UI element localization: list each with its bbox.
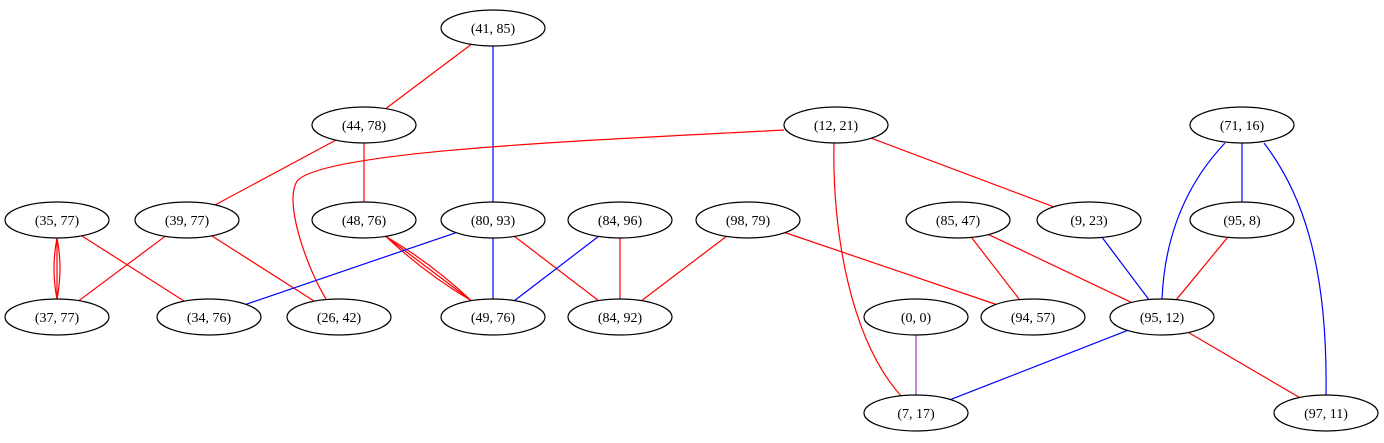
node-label: (84, 92): [598, 311, 643, 326]
node-12-21: (12, 21): [783, 106, 889, 144]
edge-35_77-to-37_77-1: [56, 237, 61, 300]
node-0-0: (0, 0): [863, 298, 969, 336]
node-label: (7, 17): [897, 407, 935, 422]
node-label: (12, 21): [814, 119, 859, 134]
edge-95_12-to-97_11: [1188, 331, 1300, 399]
node-ellipse: [286, 298, 392, 336]
edge-35_77-to-37_77-3: [53, 237, 58, 300]
node-71-16: (71, 16): [1189, 106, 1295, 144]
node-9-23: (9, 23): [1036, 201, 1142, 239]
node-ellipse: [311, 106, 417, 144]
node-label: (34, 76): [187, 311, 232, 326]
edge-98_79-to-84_92: [641, 235, 727, 302]
node-ellipse: [4, 298, 110, 336]
node-ellipse: [980, 298, 1086, 336]
node-95-12: (95, 12): [1109, 298, 1215, 336]
node-label: (98, 79): [726, 214, 771, 229]
node-ellipse: [156, 298, 262, 336]
node-label: (97, 11): [1304, 407, 1348, 422]
edge-44_78-to-39_77: [214, 139, 337, 206]
node-95-8: (95, 8): [1189, 201, 1295, 239]
node-label: (95, 8): [1223, 214, 1261, 229]
node-94-57: (94, 57): [980, 298, 1086, 336]
edges-layer: [53, 43, 1327, 401]
node-ellipse: [440, 201, 546, 239]
edge-39_77-to-37_77: [78, 235, 166, 302]
edge-71_16-to-95_12: [1161, 142, 1226, 300]
node-label: (84, 96): [598, 214, 643, 229]
node-ellipse: [134, 201, 240, 239]
node-ellipse: [567, 201, 673, 239]
node-label: (44, 78): [342, 119, 387, 134]
node-label: (94, 57): [1011, 311, 1056, 326]
edge-84_96-to-49_76: [514, 235, 599, 302]
edge-80_93-to-34_76: [245, 232, 457, 305]
node-84-96: (84, 96): [567, 201, 673, 239]
node-85-47: (85, 47): [905, 201, 1011, 239]
node-label: (39, 77): [165, 214, 210, 229]
edge-48_76-to-49_76-2: [385, 235, 472, 302]
edge-39_77-to-26_42: [211, 235, 315, 302]
node-label: (85, 47): [936, 214, 981, 229]
node-ellipse: [783, 106, 889, 144]
edge-12_21-to-7_17: [833, 142, 903, 398]
node-ellipse: [863, 298, 969, 336]
node-7-17: (7, 17): [863, 394, 969, 432]
node-49-76: (49, 76): [440, 298, 546, 336]
node-35-77: (35, 77): [4, 201, 110, 239]
node-ellipse: [4, 201, 110, 239]
node-label: (71, 16): [1220, 119, 1265, 134]
edge-12_21-to-26_42: [292, 129, 785, 300]
node-ellipse: [567, 298, 673, 336]
node-37-77: (37, 77): [4, 298, 110, 336]
edge-41_85-to-44_78: [385, 43, 472, 110]
node-label: (26, 42): [317, 311, 362, 326]
node-80-93: (80, 93): [440, 201, 546, 239]
node-ellipse: [905, 201, 1011, 239]
edge-85_47-to-95_12: [988, 234, 1132, 303]
node-label: (0, 0): [901, 311, 932, 326]
node-97-11: (97, 11): [1273, 394, 1379, 432]
node-ellipse: [1273, 394, 1379, 432]
edge-71_16-to-97_11: [1263, 142, 1327, 396]
node-84-92: (84, 92): [567, 298, 673, 336]
edge-98_79-to-94_57: [784, 232, 997, 305]
node-34-76: (34, 76): [156, 298, 262, 336]
node-label: (49, 76): [471, 311, 516, 326]
node-ellipse: [440, 9, 546, 47]
nodes-layer: (41, 85) (44, 78) (12, 21) (71, 16) (35, 77)…: [4, 9, 1379, 432]
node-ellipse: [311, 201, 417, 239]
node-ellipse: [863, 394, 969, 432]
node-41-85: (41, 85): [440, 9, 546, 47]
edge-12_21-to-9_23: [871, 137, 1054, 208]
node-label: (37, 77): [35, 311, 80, 326]
edge-48_76-to-49_76-1: [385, 235, 472, 302]
node-ellipse: [1189, 201, 1295, 239]
node-26-42: (26, 42): [286, 298, 392, 336]
edge-95_12-to-7_17: [950, 329, 1128, 401]
node-ellipse: [1109, 298, 1215, 336]
node-label: (9, 23): [1070, 214, 1108, 229]
node-ellipse: [695, 201, 801, 239]
node-ellipse: [1036, 201, 1142, 239]
node-ellipse: [440, 298, 546, 336]
node-48-76: (48, 76): [311, 201, 417, 239]
node-ellipse: [1189, 106, 1295, 144]
node-label: (95, 12): [1140, 311, 1185, 326]
node-39-77: (39, 77): [134, 201, 240, 239]
node-label: (41, 85): [471, 22, 516, 37]
node-label: (48, 76): [342, 214, 387, 229]
edge-35_77-to-34_76: [81, 235, 185, 302]
node-label: (35, 77): [35, 214, 80, 229]
edge-95_8-to-95_12: [1175, 236, 1229, 301]
node-44-78: (44, 78): [311, 106, 417, 144]
edge-85_47-to-94_57: [970, 237, 1021, 300]
edge-9_23-to-95_12: [1101, 237, 1150, 300]
node-label: (80, 93): [471, 214, 516, 229]
edge-48_76-to-49_76-3: [385, 235, 472, 302]
node-98-79: (98, 79): [695, 201, 801, 239]
